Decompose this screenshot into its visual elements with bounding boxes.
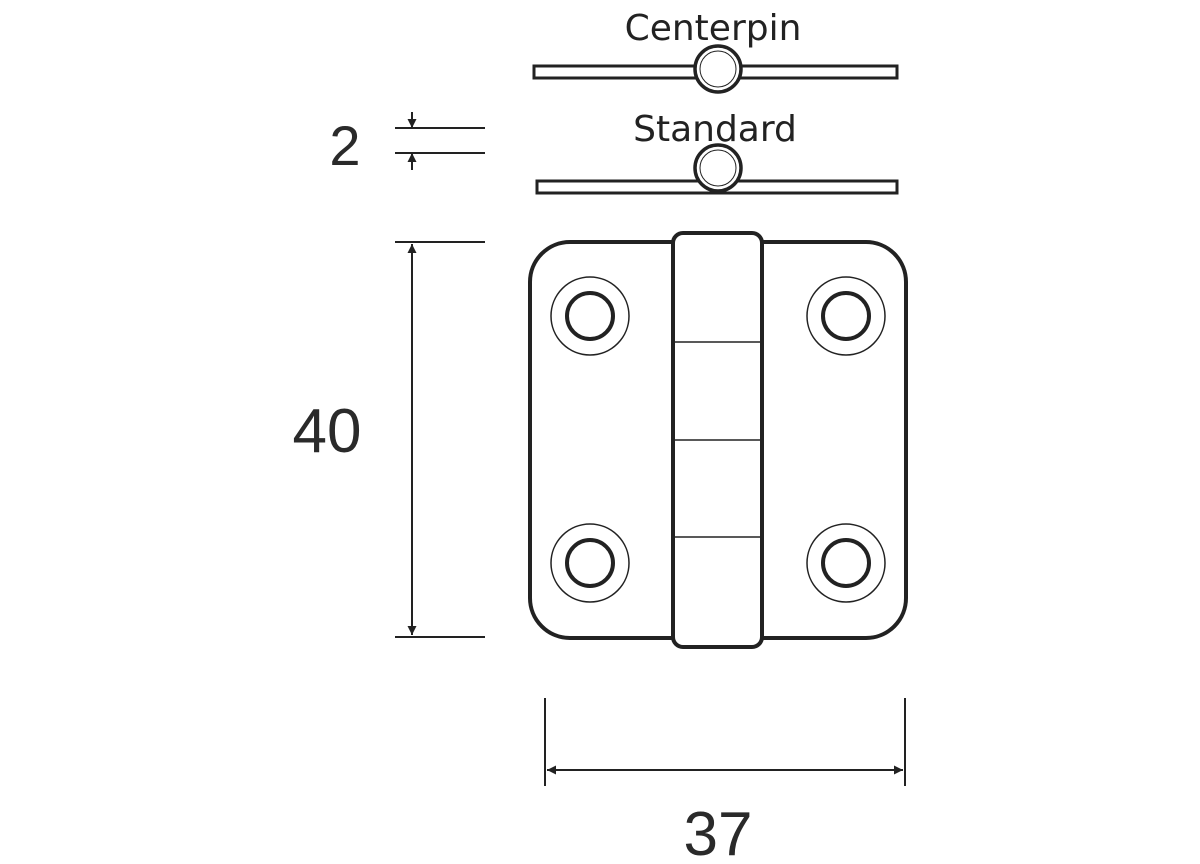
thickness-dimension [395,112,485,170]
width-value: 37 [684,800,753,864]
standard-profile [535,143,899,195]
screw-hole [550,523,630,603]
width-dimension [544,698,906,786]
hinge-body [528,231,908,649]
height-dimension [395,241,485,638]
screw-hole [806,276,886,356]
screw-hole [806,523,886,603]
height-value: 40 [293,397,362,466]
centerpin-profile [532,44,899,94]
thickness-value: 2 [329,114,360,177]
centerpin-label: Centerpin [625,8,802,49]
standard-label: Standard [633,109,797,150]
screw-hole [550,276,630,356]
